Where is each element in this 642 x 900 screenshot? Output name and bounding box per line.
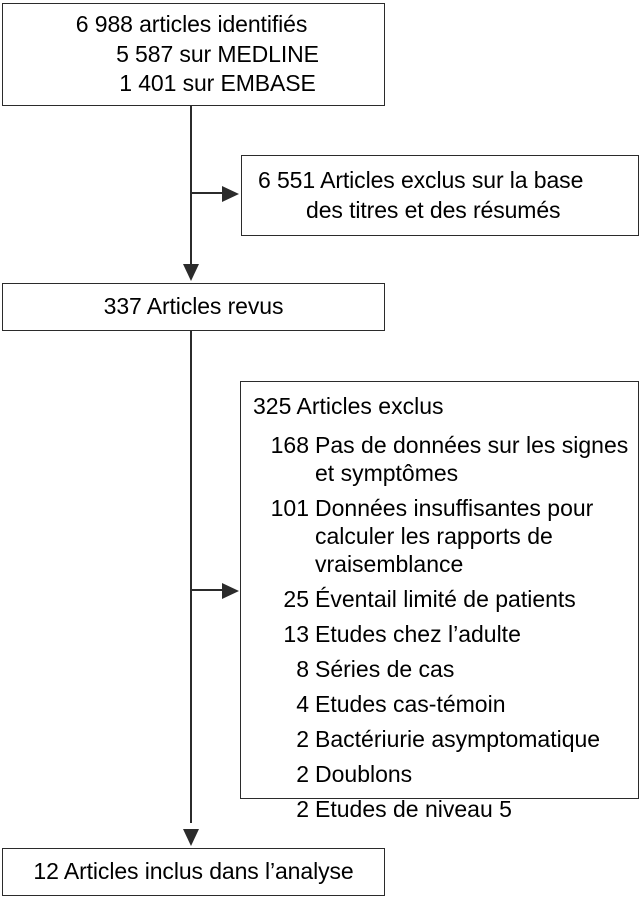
exclusion-reason-count: 2 (296, 726, 309, 753)
exclusion-reason-text: Etudes de niveau 5 (315, 796, 512, 823)
connector-branch-to-excluded-detail (190, 589, 222, 591)
exclusion-reason-text: Doublons (315, 761, 413, 788)
excluded-detail-heading: 325 Articles exclus (253, 393, 444, 419)
arrowhead-down-to-included (183, 829, 199, 846)
included-label: 12 Articles inclus dans l’analyse (33, 858, 354, 885)
box-articles-identified: 6 988 articles identifiés 5 587 sur MEDL… (2, 3, 385, 106)
reviewed-label: 337 Articles revus (103, 293, 284, 320)
exclusion-reason-count: 8 (296, 656, 309, 683)
exclusion-reason-text: Pas de données sur les signes et symptôm… (315, 431, 629, 486)
exclusion-reason-text: Éventail limité de patients (315, 586, 576, 613)
exclusion-reason-count: 2 (296, 796, 309, 823)
box-articles-reviewed: 337 Articles revus (2, 283, 385, 331)
exclusion-reason-count: 101 (270, 494, 309, 521)
exclusion-reason-text: Etudes cas-témoin (315, 691, 506, 718)
excluded-titles-line-1: 6 551 Articles exclus sur la base (258, 166, 584, 193)
arrowhead-right-to-excluded-titles (222, 186, 239, 202)
exclusion-reason-text: Bactériurie asymptomatique (315, 726, 601, 753)
connector-identified-to-reviewed (190, 106, 192, 266)
exclusion-reason-count: 4 (296, 691, 309, 718)
excluded-titles-line-2: des titres et des résumés (306, 196, 561, 223)
identified-line-3: 1 401 sur EMBASE (119, 70, 316, 97)
exclusion-reason-text: Données insuffisantes pour calculer les … (315, 494, 594, 578)
connector-branch-to-excluded-titles (190, 192, 222, 194)
arrowhead-down-to-reviewed (183, 264, 199, 281)
arrowhead-right-to-excluded-detail (222, 583, 239, 599)
exclusion-reason-count: 2 (296, 761, 309, 788)
box-articles-included: 12 Articles inclus dans l’analyse (2, 848, 385, 896)
exclusion-reason-count: 13 (283, 621, 309, 648)
identified-line-1: 6 988 articles identifiés (75, 10, 308, 37)
exclusion-reason-count: 25 (283, 586, 309, 613)
exclusion-reason-text: Séries de cas (315, 656, 455, 683)
exclusion-reason-count: 168 (270, 431, 309, 458)
exclusion-reason-text: Etudes chez l’adulte (315, 621, 521, 648)
box-articles-excluded-titles-abstracts: 6 551 Articles exclus sur la base des ti… (241, 155, 639, 236)
connector-reviewed-to-included (190, 331, 192, 823)
identified-line-2: 5 587 sur MEDLINE (116, 40, 319, 67)
